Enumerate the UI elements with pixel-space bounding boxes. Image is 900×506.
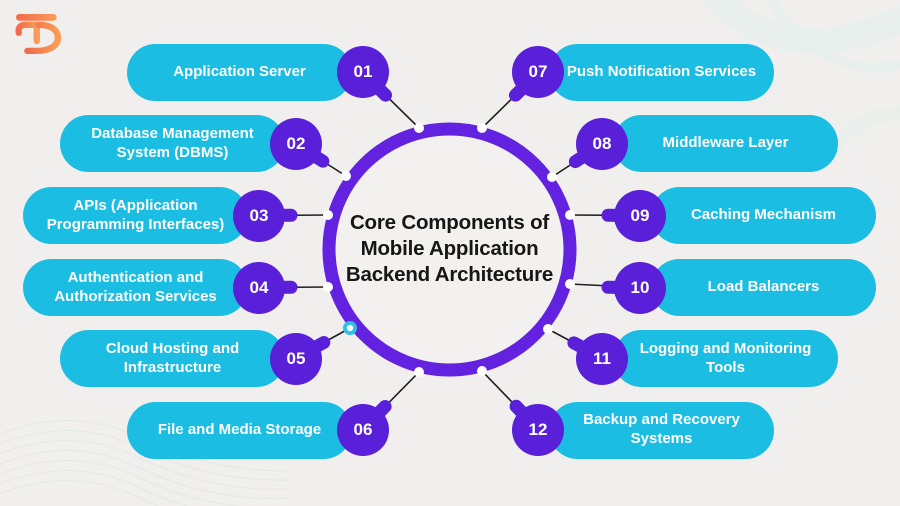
number-badge-09: 09	[614, 189, 666, 242]
component-label-10: Load Balancers	[707, 278, 820, 296]
component-pill-03: APIs (Application Programming Interfaces…	[23, 187, 285, 244]
connector-dot-04	[323, 282, 333, 292]
connector-dot-01	[414, 123, 424, 133]
component-pill-01: Application Server 01	[127, 43, 389, 101]
td-logo	[15, 14, 62, 55]
component-pill-05: Cloud Hosting and Infrastructure 05	[60, 330, 322, 387]
number-badge-05: 05	[270, 332, 322, 385]
connector-dot-06	[414, 367, 424, 377]
component-pill-06: File and Media Storage 06	[127, 401, 389, 459]
hub-ring	[322, 122, 577, 377]
component-label-08: Middleware Layer	[662, 134, 789, 152]
component-pill-11: Logging and Monitoring Tools 11	[576, 330, 838, 387]
number-badge-12: 12	[512, 404, 564, 456]
number-badge-06: 06	[337, 404, 389, 456]
connector-dot-08	[547, 172, 557, 182]
component-label-09: Caching Mechanism	[690, 206, 837, 224]
component-pill-12: Backup and Recovery Systems 12	[512, 401, 774, 459]
component-label-12: Backup and Recovery Systems	[583, 411, 740, 447]
component-label-01: Application Server	[173, 62, 306, 80]
number-badge-03: 03	[233, 189, 285, 242]
component-pill-09: Caching Mechanism 09	[614, 187, 876, 244]
hub-inner-disc	[322, 122, 577, 377]
number-badge-11: 11	[576, 332, 628, 385]
number-badge-04: 04	[233, 261, 285, 314]
component-label-02: Database Management System (DBMS)	[91, 124, 254, 161]
connector-dot-09	[565, 210, 575, 220]
connector-dot-02	[341, 171, 351, 181]
component-pill-07: Push Notification Services 07	[512, 43, 774, 101]
connector-dot-05-center	[346, 324, 354, 332]
connector-dot-07	[477, 123, 487, 133]
component-label-03: APIs (Application Programming Interfaces…	[46, 196, 225, 233]
component-label-07: Push Notification Services	[566, 62, 757, 80]
connector-dot-03	[323, 210, 333, 220]
number-badge-10: 10	[614, 261, 666, 314]
hub-title: Core Components of Mobile Application Ba…	[345, 211, 554, 287]
number-badge-01: 01	[337, 46, 389, 98]
connector-dot-11	[543, 324, 553, 334]
number-badge-02: 02	[270, 117, 322, 170]
component-label-04: Authentication and Authorization Service…	[54, 268, 217, 305]
component-label-05: Cloud Hosting and Infrastructure	[105, 339, 240, 376]
number-badge-07: 07	[512, 46, 564, 98]
component-pill-08: Middleware Layer 08	[576, 115, 838, 172]
number-badge-08: 08	[576, 117, 628, 170]
component-pill-04: Authentication and Authorization Service…	[23, 259, 285, 316]
component-label-06: File and Media Storage	[157, 420, 322, 438]
component-pill-10: Load Balancers 10	[614, 259, 876, 316]
component-pill-02: Database Management System (DBMS) 02	[60, 115, 322, 172]
connector-dot-12	[477, 366, 487, 376]
connector-dot-10	[565, 279, 575, 289]
component-label-11: Logging and Monitoring Tools	[639, 339, 812, 376]
